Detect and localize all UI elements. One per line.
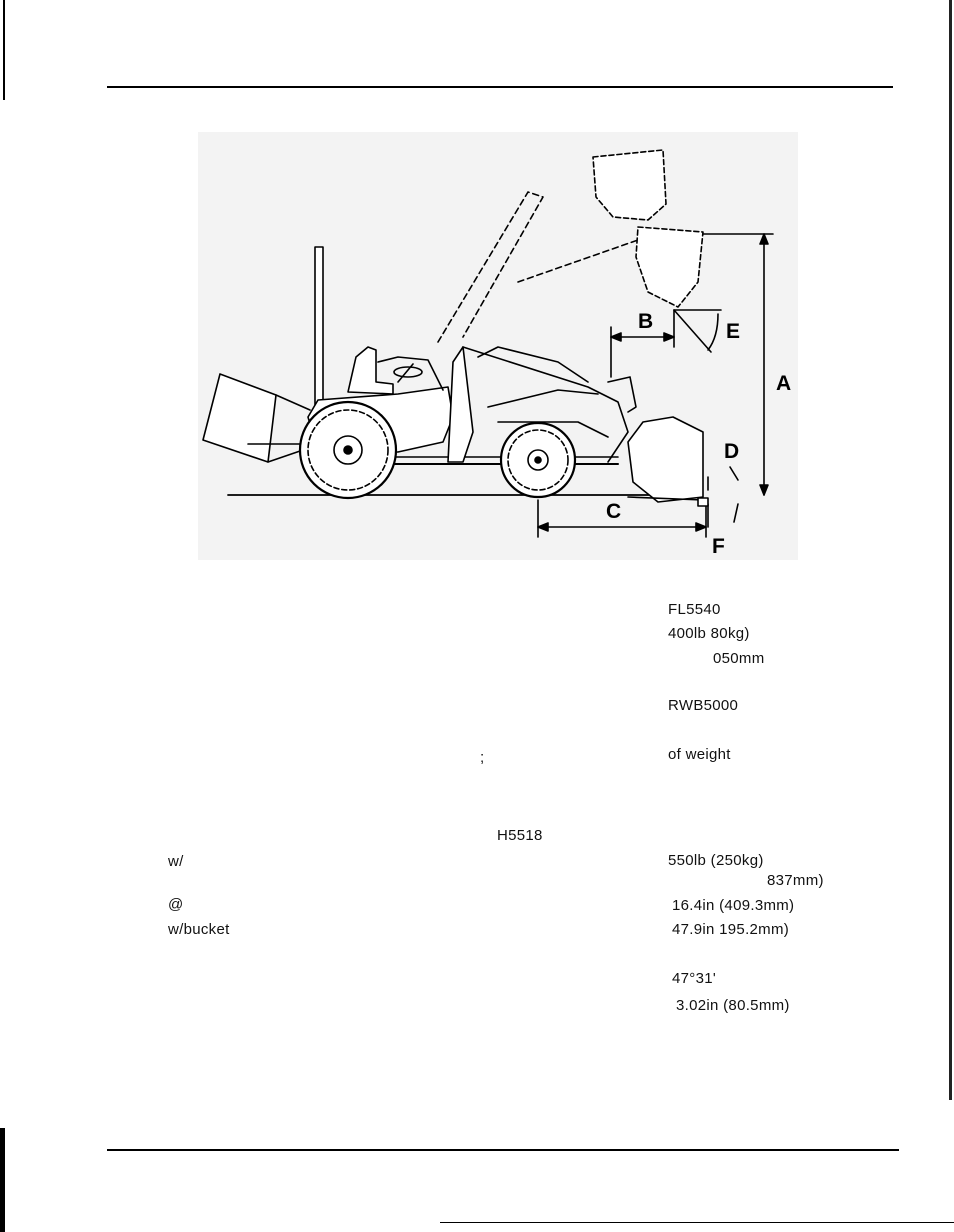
ballast-note: of weight xyxy=(668,746,731,763)
spec-mid-semicolon: ; xyxy=(480,749,485,766)
backhoe-capacity: 550lb (250kg) xyxy=(668,852,764,869)
label-b: B xyxy=(638,310,653,333)
spec-left-row2: @ xyxy=(168,896,184,913)
ballast-model: RWB5000 xyxy=(668,697,739,714)
spec-left-row3: w/bucket xyxy=(168,921,230,938)
footer-rule xyxy=(440,1222,954,1223)
loader-model: FL5540 xyxy=(668,601,721,618)
label-c: C xyxy=(606,500,621,523)
top-rule xyxy=(107,86,893,88)
label-d: D xyxy=(724,440,739,463)
label-f: F xyxy=(712,535,725,558)
dimension-b-value: 16.4in (409.3mm) xyxy=(672,897,795,914)
lift-height: 050mm xyxy=(713,650,765,667)
lift-capacity: 400lb 80kg) xyxy=(668,625,750,642)
spec-left-row1: w/ xyxy=(168,853,184,870)
dimension-a-value: 837mm) xyxy=(767,872,824,889)
bottom-rule xyxy=(107,1149,899,1151)
label-e: E xyxy=(726,320,740,343)
right-scan-edge xyxy=(949,0,952,1100)
angle-e-value: 47°31' xyxy=(672,970,717,987)
dimension-f-value: 3.02in (80.5mm) xyxy=(676,997,790,1014)
left-scan-edge-top xyxy=(3,0,5,100)
tractor-loader-dimension-diagram: A B C D E F xyxy=(198,132,798,560)
backhoe-model: H5518 xyxy=(497,827,543,844)
label-a: A xyxy=(776,372,791,395)
left-scan-edge-bottom xyxy=(0,1128,5,1232)
dimension-c-value: 47.9in 195.2mm) xyxy=(672,921,790,938)
